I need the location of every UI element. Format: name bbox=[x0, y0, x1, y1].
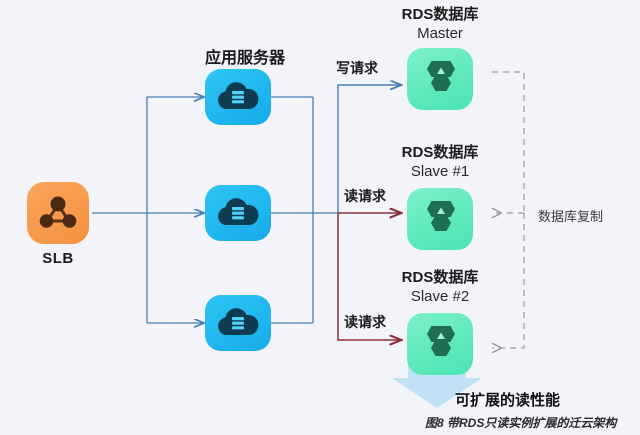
rds-database-icon bbox=[427, 326, 455, 356]
app-servers-title: 应用服务器 bbox=[204, 50, 285, 67]
rds-slave1-title-role: Slave #1 bbox=[410, 163, 470, 180]
read-request-label-2: 读请求 bbox=[344, 314, 386, 330]
replication-links bbox=[492, 71, 525, 348]
node-app-server-3[interactable] bbox=[205, 295, 271, 351]
rds-master-title-role: Master bbox=[417, 25, 463, 42]
rds-slave2-title-cn: RDS数据库 bbox=[401, 269, 479, 286]
rds-slave2-title-role: Slave #2 bbox=[410, 288, 470, 305]
scalable-read-label: 可扩展的读性能 bbox=[455, 392, 561, 409]
rds-database-icon bbox=[427, 201, 455, 231]
node-app-server-2[interactable] bbox=[205, 185, 271, 241]
node-app-server-1[interactable] bbox=[205, 69, 271, 125]
rds-master-title-cn: RDS数据库 bbox=[401, 6, 479, 23]
rds-slave1-title-cn: RDS数据库 bbox=[401, 144, 479, 161]
node-rds-master[interactable] bbox=[407, 48, 473, 110]
node-slb[interactable] bbox=[27, 182, 89, 244]
cloud-server-icon bbox=[218, 308, 259, 335]
write-request-label: 写请求 bbox=[336, 60, 378, 76]
read-request-label-1: 读请求 bbox=[344, 188, 386, 204]
slb-to-appservers-links bbox=[92, 97, 203, 323]
slb-label: SLB bbox=[42, 250, 74, 267]
figure-caption: 图8 带RDS只读实例扩展的迁云架构 bbox=[425, 416, 617, 430]
cloud-server-icon bbox=[218, 198, 259, 225]
appservers-to-bus-links bbox=[271, 96, 338, 324]
rds-database-icon bbox=[427, 61, 455, 91]
write-request-link bbox=[337, 85, 400, 213]
node-rds-slave-1[interactable] bbox=[407, 188, 473, 250]
cloud-server-icon bbox=[218, 82, 259, 109]
replication-label: 数据库复制 bbox=[538, 209, 604, 224]
read-request-links bbox=[337, 213, 400, 340]
slb-icon bbox=[39, 196, 77, 228]
node-rds-slave-2[interactable] bbox=[407, 313, 473, 375]
